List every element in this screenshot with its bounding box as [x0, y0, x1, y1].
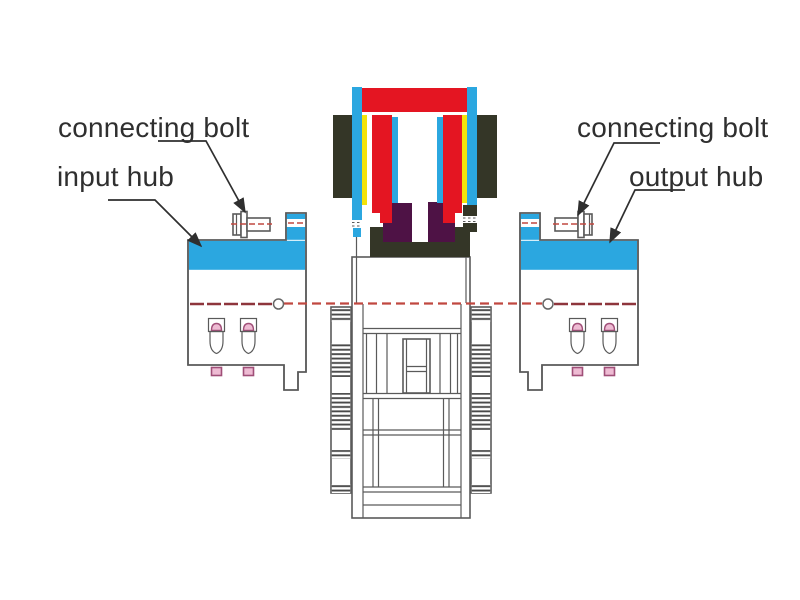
top-bridge-bar	[362, 88, 467, 112]
leader-lines	[108, 140, 685, 248]
label-connecting-bolt-right: connecting bolt	[577, 112, 769, 143]
label-input-hub: input hub	[57, 161, 175, 192]
inner-sleeve-right	[437, 117, 443, 203]
clamp-block-right	[477, 115, 497, 198]
leader-output-hub	[609, 189, 685, 244]
hub-key-bolt	[568, 317, 587, 355]
shim-strip-right	[462, 115, 467, 203]
axis-centerline	[190, 298, 636, 310]
label-connecting-bolt-left: connecting bolt	[58, 112, 250, 143]
red-column-left	[372, 115, 392, 213]
center-bolt-section	[402, 338, 431, 394]
center-coupling-colored-section	[333, 87, 497, 257]
spline-stack-right	[470, 306, 492, 494]
hub-set-screw	[242, 366, 255, 377]
center-shaft-lower-section	[330, 232, 492, 519]
spline-stack-left	[330, 306, 352, 494]
flange-bar-right	[467, 87, 477, 210]
shim-strip-left	[362, 115, 367, 205]
input-hub	[187, 212, 307, 391]
leader-connecting-bolt-left	[158, 140, 246, 214]
clamp-block-left	[333, 115, 352, 198]
hub-set-screw	[571, 366, 584, 377]
axis-point-right	[542, 298, 554, 310]
red-column-right	[443, 115, 462, 213]
connecting-bolt-left-part	[231, 210, 272, 239]
output-hub	[519, 212, 639, 391]
hub-key-bolt	[600, 317, 619, 355]
output-hub-bolt-boss	[520, 213, 540, 240]
leader-connecting-bolt-right	[577, 142, 660, 217]
hub-set-screw	[210, 366, 223, 377]
input-hub-bolt-boss	[286, 213, 306, 240]
clamp-nut-right	[463, 205, 477, 232]
input-hub-flange-band	[189, 240, 305, 270]
label-output-hub: output hub	[629, 161, 764, 192]
flange-bar-left	[352, 87, 362, 237]
inner-sleeve-left	[392, 117, 398, 203]
connecting-bolt-right-part	[553, 210, 594, 239]
hub-set-screw	[603, 366, 616, 377]
output-hub-flange-band	[521, 240, 637, 270]
leader-input-hub	[108, 199, 203, 248]
hub-key-bolt	[239, 317, 258, 355]
axis-point-left	[272, 298, 285, 310]
hub-key-bolt	[207, 317, 226, 355]
